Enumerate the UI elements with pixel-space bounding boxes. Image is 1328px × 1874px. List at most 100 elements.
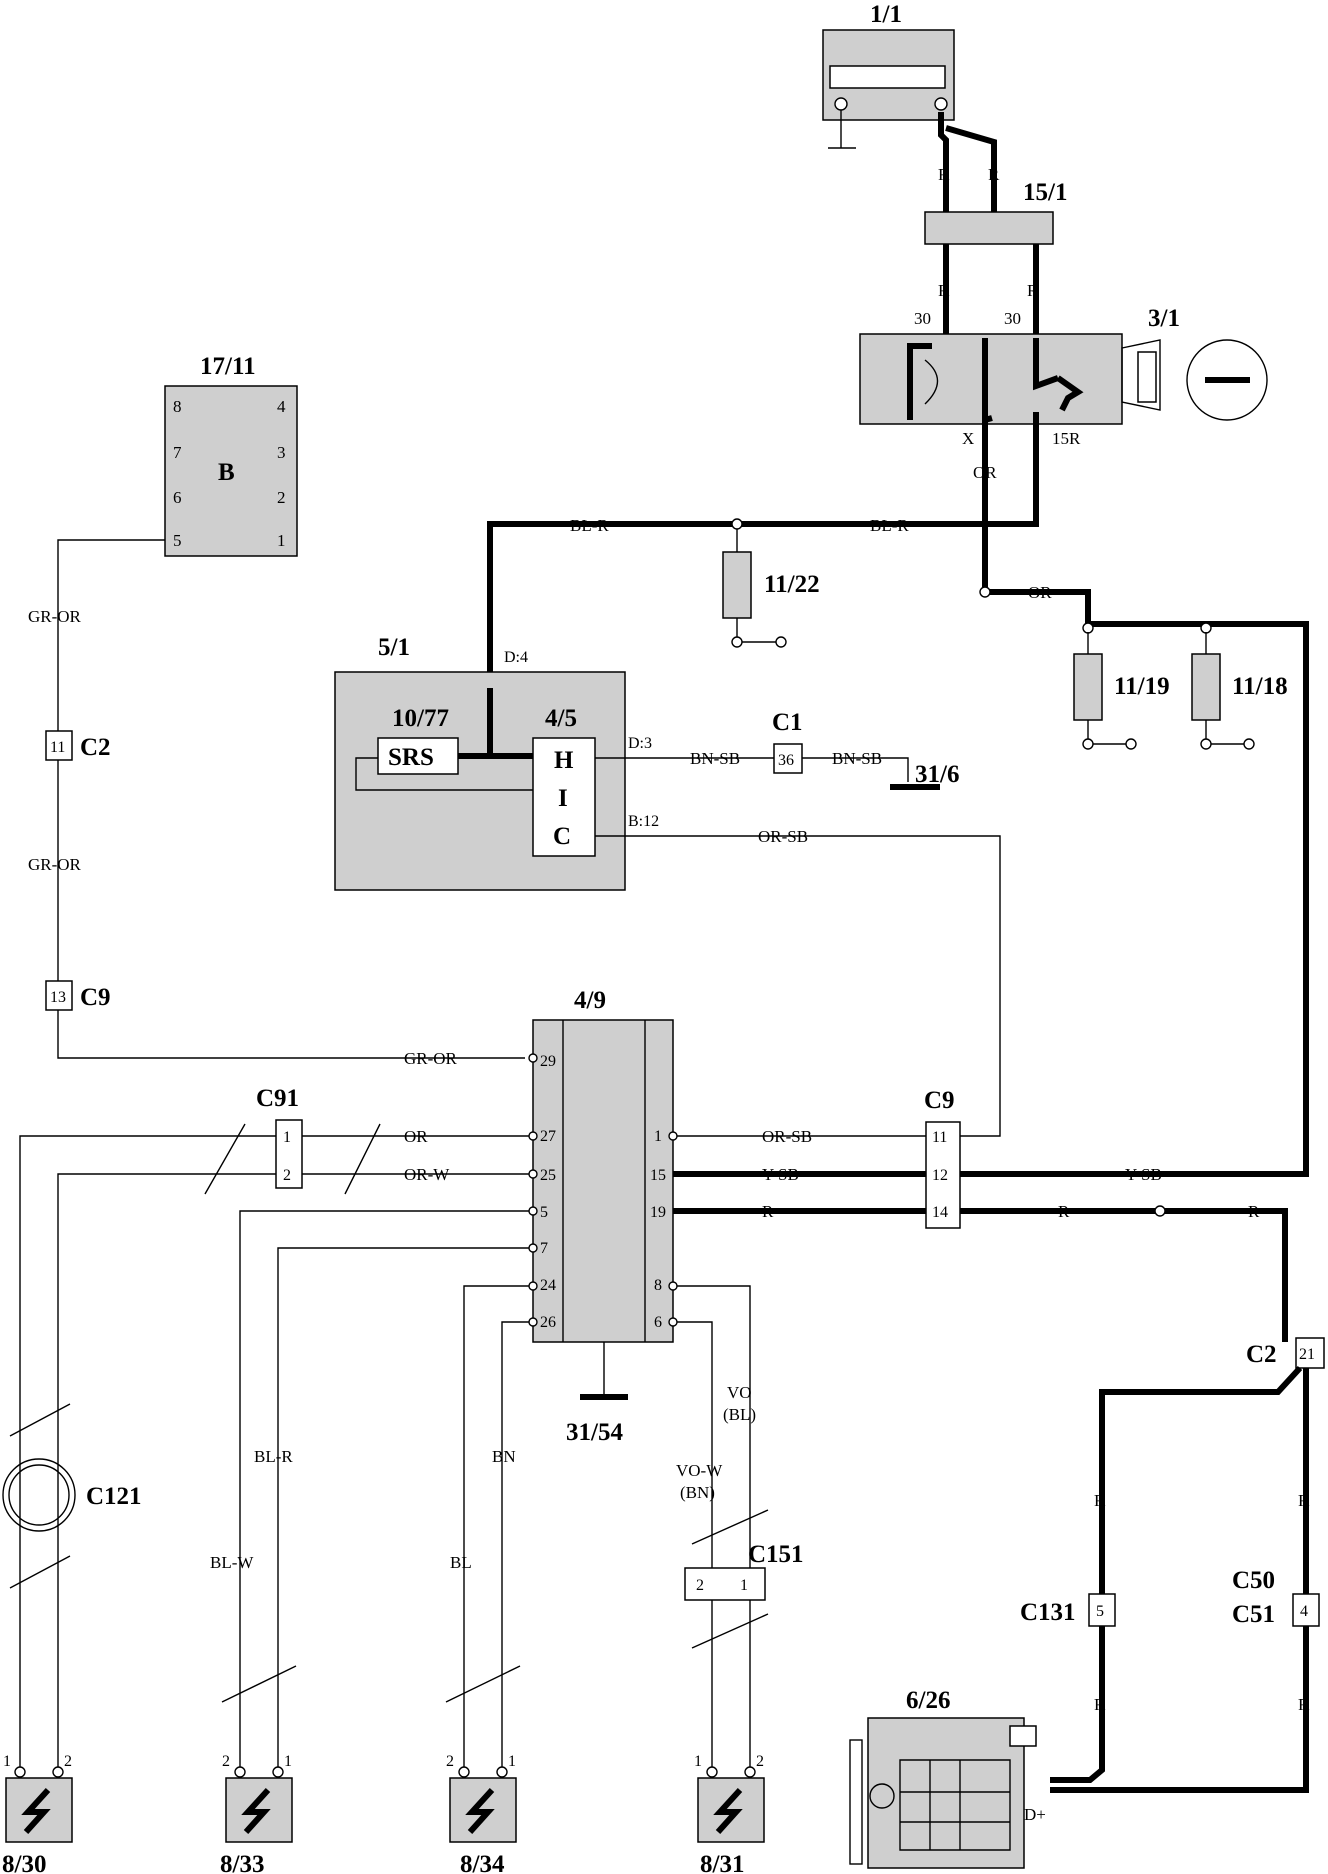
wire-bl-834: BL: [450, 1553, 472, 1572]
label-d-plus: D+: [1024, 1805, 1046, 1824]
svg-text:21: 21: [1299, 1346, 1315, 1363]
module-pin-dots: [528, 1053, 678, 1327]
wire-blw-833: BL-W: [210, 1553, 254, 1572]
wire-vo: VO: [727, 1383, 752, 1402]
svg-text:5: 5: [1096, 1603, 1104, 1620]
label-15-1: 15/1: [1023, 179, 1067, 206]
alternator-6-26: D+ 6/26: [849, 1687, 1046, 1869]
wire-r-c131b: R: [1094, 1695, 1106, 1714]
connector-c151: 2 1 C151: [684, 1541, 804, 1601]
sensor-8-34: 2 1 8/34: [446, 1753, 517, 1874]
wire-bnsb-2: BN-SB: [832, 749, 882, 768]
pin-30b: 30: [1004, 309, 1021, 328]
svg-text:7: 7: [540, 1240, 548, 1257]
wire-gror-2: GR-OR: [28, 855, 82, 874]
wire-r-c50b: R: [1298, 1695, 1310, 1714]
label-11-22: 11/22: [764, 571, 820, 598]
fuse-box-15-1: 15/1: [924, 179, 1067, 245]
svg-text:5: 5: [540, 1204, 548, 1221]
module-5-1: 5/1 10/77 4/5 SRS H I C D:4 D:3 B:12: [334, 634, 659, 891]
label-3-1: 3/1: [1148, 305, 1180, 332]
pin-17-11-8: 8: [173, 397, 182, 416]
svg-text:19: 19: [650, 1204, 666, 1221]
label-31-6: 31/6: [915, 761, 959, 788]
fuse-11-19: 11/19: [1073, 622, 1170, 750]
svg-text:14: 14: [932, 1204, 948, 1221]
label-8-30: 8/30: [2, 1851, 46, 1874]
svg-text:C121: C121: [86, 1483, 142, 1510]
label-17-11-letter: B: [218, 459, 235, 486]
pin-17-11-7: 7: [173, 443, 182, 462]
svg-text:8: 8: [654, 1277, 662, 1294]
wire-blr-left: BL-R: [570, 516, 609, 535]
fuse-11-18: 11/18: [1191, 622, 1288, 750]
wire-r-1: R: [938, 165, 950, 184]
label-4-9: 4/9: [574, 987, 606, 1014]
svg-text:C1: C1: [772, 709, 803, 736]
svg-text:4: 4: [1300, 1603, 1308, 1620]
svg-text:26: 26: [540, 1314, 556, 1331]
label-h: H: [554, 747, 574, 774]
svg-text:6: 6: [654, 1314, 662, 1331]
wire-orsb-bot: OR-SB: [762, 1127, 812, 1146]
label-5-1: 5/1: [378, 634, 410, 661]
pin-17-11-6: 6: [173, 488, 182, 507]
shield-c121: C121: [2, 1403, 142, 1589]
svg-text:15: 15: [650, 1167, 666, 1184]
label-11-18: 11/18: [1232, 673, 1288, 700]
module-4-9: 4/9 31/54 29 27 25 5 7 24 26 1 15 19 8 6: [532, 987, 674, 1446]
svg-text:C9: C9: [80, 984, 111, 1011]
label-1-1: 1/1: [870, 1, 902, 28]
svg-text:C151: C151: [748, 1541, 804, 1568]
svg-text:C2: C2: [1246, 1341, 1277, 1368]
label-i: I: [558, 785, 568, 812]
wire-r-4: R: [1027, 281, 1039, 300]
svg-text:13: 13: [50, 989, 66, 1006]
wire-orw-c91: OR-W: [404, 1165, 450, 1184]
label-11-19: 11/19: [1114, 673, 1170, 700]
fuse-11-22: 11/22: [722, 529, 820, 648]
wire-r-c131a: R: [1094, 1491, 1106, 1510]
label-4-5: 4/5: [545, 705, 577, 732]
connector-c2-left: 11 C2: [45, 730, 111, 761]
connector-c1: 36 C1: [772, 709, 803, 774]
label-31-54: 31/54: [566, 1419, 623, 1446]
svg-text:25: 25: [540, 1167, 556, 1184]
wire-r-right: R: [1248, 1202, 1260, 1221]
svg-text:C50: C50: [1232, 1567, 1275, 1594]
connector-c131: 5 C131: [1020, 1593, 1116, 1627]
wire-gror-1: GR-OR: [28, 607, 82, 626]
wire-vo-bl: (BL): [723, 1405, 756, 1424]
svg-text:11: 11: [932, 1129, 947, 1146]
wire-r-19: R: [762, 1202, 774, 1221]
svg-text:2: 2: [222, 1753, 230, 1770]
label-6-26: 6/26: [906, 1687, 950, 1714]
svg-text:C131: C131: [1020, 1599, 1076, 1626]
svg-text:2: 2: [283, 1167, 291, 1184]
svg-text:29: 29: [540, 1053, 556, 1070]
sensor-8-30: 1 2 8/30: [2, 1753, 73, 1874]
label-srs: SRS: [388, 744, 434, 771]
wire-bnsb-1: BN-SB: [690, 749, 740, 768]
pin-30a: 30: [914, 309, 931, 328]
svg-text:1: 1: [694, 1753, 702, 1770]
wire-blr-833: BL-R: [254, 1447, 293, 1466]
label-c: C: [553, 823, 571, 850]
connector-c50-c51: 4 C50 C51: [1232, 1567, 1320, 1628]
pin-b12: B:12: [628, 813, 659, 830]
svg-text:1: 1: [284, 1753, 292, 1770]
connector-c2-right: 21 C2: [1246, 1337, 1325, 1369]
svg-text:1: 1: [508, 1753, 516, 1770]
pin-17-11-4: 4: [277, 397, 286, 416]
svg-text:12: 12: [932, 1167, 948, 1184]
pin-17-11-2: 2: [277, 488, 286, 507]
svg-text:24: 24: [540, 1277, 556, 1294]
wire-bn-834: BN: [492, 1447, 516, 1466]
svg-text:C91: C91: [256, 1085, 299, 1112]
pin-15r: 15R: [1052, 429, 1081, 448]
svg-text:C51: C51: [1232, 1601, 1275, 1628]
wire-r-c50a: R: [1298, 1491, 1310, 1510]
wire-vow-bn: (BN): [680, 1483, 715, 1502]
